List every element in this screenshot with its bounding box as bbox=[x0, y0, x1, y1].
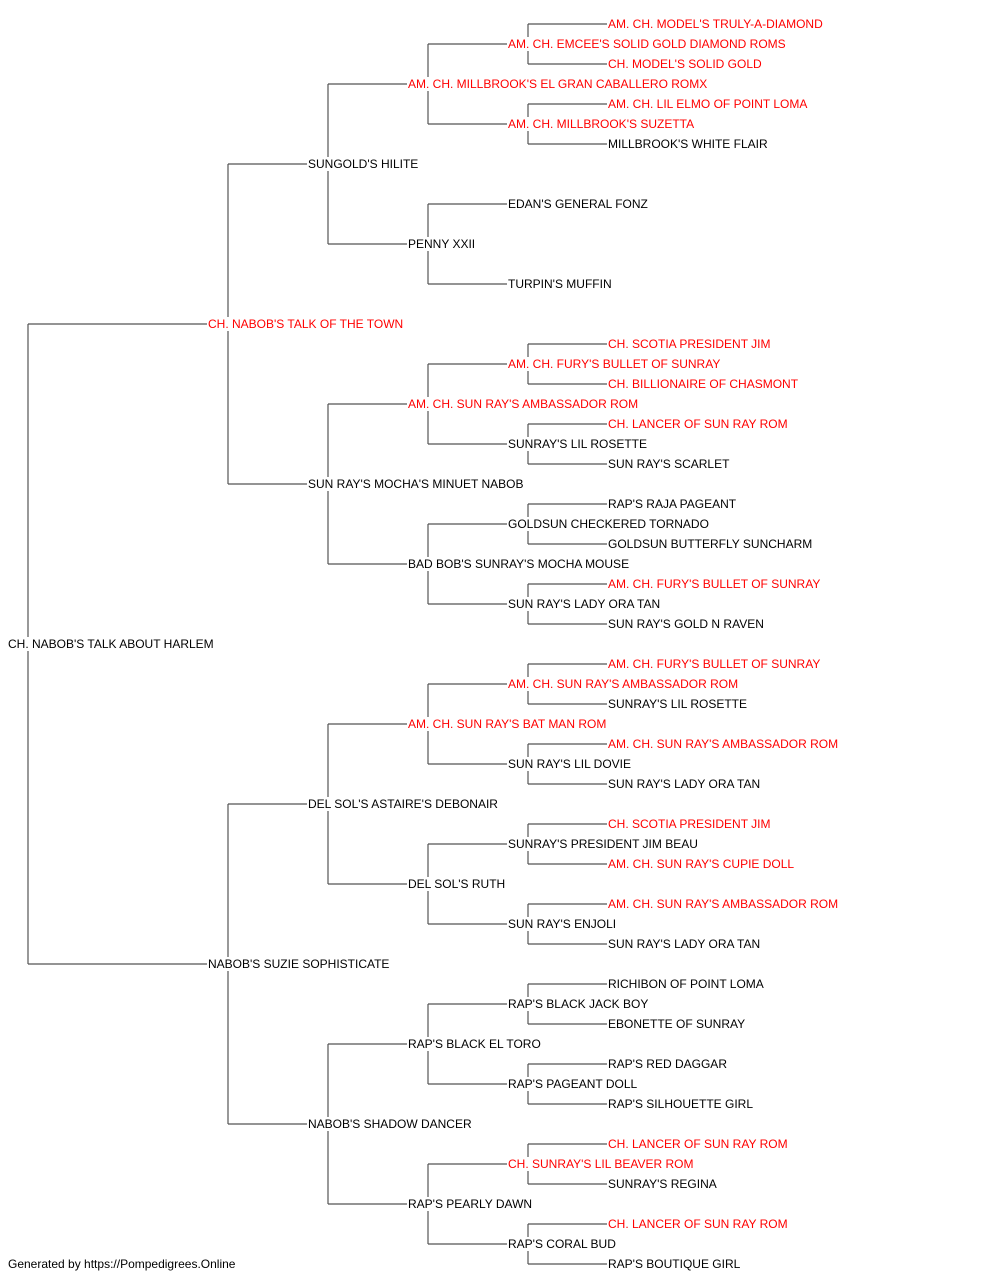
ancestor-name: RAP'S CORAL BUD bbox=[507, 1237, 617, 1251]
ancestor-name: AM. CH. SUN RAY'S AMBASSADOR ROM bbox=[607, 897, 840, 911]
ancestor-name: SUN RAY'S GOLD N RAVEN bbox=[607, 617, 765, 631]
ancestor-name: RAP'S RAJA PAGEANT bbox=[607, 497, 738, 511]
ancestor-name: NABOB'S SUZIE SOPHISTICATE bbox=[207, 957, 391, 971]
ancestor-name: DEL SOL'S ASTAIRE'S DEBONAIR bbox=[307, 797, 499, 811]
ancestor-name: EDAN'S GENERAL FONZ bbox=[507, 197, 649, 211]
ancestor-name: AM. CH. FURY'S BULLET OF SUNRAY bbox=[507, 357, 722, 371]
subject-dog-name: CH. NABOB'S TALK ABOUT HARLEM bbox=[7, 637, 215, 651]
ancestor-name: RAP'S PEARLY DAWN bbox=[407, 1197, 534, 1211]
ancestor-name: AM. CH. LIL ELMO OF POINT LOMA bbox=[607, 97, 809, 111]
ancestor-name: RAP'S PAGEANT DOLL bbox=[507, 1077, 639, 1091]
ancestor-name: RAP'S RED DAGGAR bbox=[607, 1057, 728, 1071]
ancestor-name: CH. SCOTIA PRESIDENT JIM bbox=[607, 817, 772, 831]
ancestor-name: SUN RAY'S LADY ORA TAN bbox=[607, 937, 762, 951]
ancestor-name: MILLBROOK'S WHITE FLAIR bbox=[607, 137, 769, 151]
ancestor-name: CH. MODEL'S SOLID GOLD bbox=[607, 57, 763, 71]
ancestor-name: SUN RAY'S SCARLET bbox=[607, 457, 731, 471]
ancestor-name: RAP'S BOUTIQUE GIRL bbox=[607, 1257, 742, 1271]
ancestor-name: PENNY XXII bbox=[407, 237, 477, 251]
ancestor-name: RAP'S SILHOUETTE GIRL bbox=[607, 1097, 754, 1111]
ancestor-name: CH. BILLIONAIRE OF CHASMONT bbox=[607, 377, 800, 391]
ancestor-name: TURPIN'S MUFFIN bbox=[507, 277, 613, 291]
ancestor-name: AM. CH. MILLBROOK'S EL GRAN CABALLERO RO… bbox=[407, 77, 709, 91]
ancestor-name: BAD BOB'S SUNRAY'S MOCHA MOUSE bbox=[407, 557, 631, 571]
ancestor-name: GOLDSUN CHECKERED TORNADO bbox=[507, 517, 710, 531]
ancestor-name: GOLDSUN BUTTERFLY SUNCHARM bbox=[607, 537, 814, 551]
ancestor-name: RICHIBON OF POINT LOMA bbox=[607, 977, 765, 991]
ancestor-name: AM. CH. SUN RAY'S CUPIE DOLL bbox=[607, 857, 796, 871]
ancestor-name: AM. CH. MODEL'S TRULY-A-DIAMOND bbox=[607, 17, 824, 31]
ancestor-name: CH. SUNRAY'S LIL BEAVER ROM bbox=[507, 1157, 695, 1171]
ancestor-name: AM. CH. MILLBROOK'S SUZETTA bbox=[507, 117, 696, 131]
ancestor-name: EBONETTE OF SUNRAY bbox=[607, 1017, 747, 1031]
ancestor-name: AM. CH. FURY'S BULLET OF SUNRAY bbox=[607, 577, 822, 591]
ancestor-name: RAP'S BLACK EL TORO bbox=[407, 1037, 542, 1051]
ancestor-name: RAP'S BLACK JACK BOY bbox=[507, 997, 650, 1011]
ancestor-name: SUNRAY'S LIL ROSETTE bbox=[607, 697, 748, 711]
ancestor-name: AM. CH. EMCEE'S SOLID GOLD DIAMOND ROMS bbox=[507, 37, 787, 51]
ancestor-name: CH. NABOB'S TALK OF THE TOWN bbox=[207, 317, 405, 331]
ancestor-name: NABOB'S SHADOW DANCER bbox=[307, 1117, 473, 1131]
ancestor-name: SUN RAY'S LADY ORA TAN bbox=[507, 597, 662, 611]
ancestor-name: AM. CH. SUN RAY'S AMBASSADOR ROM bbox=[507, 677, 740, 691]
ancestor-name: AM. CH. SUN RAY'S AMBASSADOR ROM bbox=[407, 397, 640, 411]
ancestor-name: SUNGOLD'S HILITE bbox=[307, 157, 420, 171]
ancestor-name: CH. LANCER OF SUN RAY ROM bbox=[607, 1137, 789, 1151]
ancestor-name: CH. LANCER OF SUN RAY ROM bbox=[607, 1217, 789, 1231]
ancestor-name: SUNRAY'S LIL ROSETTE bbox=[507, 437, 648, 451]
ancestor-name: SUN RAY'S MOCHA'S MINUET NABOB bbox=[307, 477, 525, 491]
ancestor-name: AM. CH. SUN RAY'S AMBASSADOR ROM bbox=[607, 737, 840, 751]
ancestor-name: CH. LANCER OF SUN RAY ROM bbox=[607, 417, 789, 431]
ancestor-name: SUN RAY'S LADY ORA TAN bbox=[607, 777, 762, 791]
ancestor-name: SUNRAY'S REGINA bbox=[607, 1177, 718, 1191]
ancestor-name: CH. SCOTIA PRESIDENT JIM bbox=[607, 337, 772, 351]
ancestor-name: DEL SOL'S RUTH bbox=[407, 877, 507, 891]
ancestor-name: AM. CH. FURY'S BULLET OF SUNRAY bbox=[607, 657, 822, 671]
footer-generated-by: Generated by https://Pompedigrees.Online bbox=[8, 1257, 236, 1271]
ancestor-name: SUN RAY'S LIL DOVIE bbox=[507, 757, 632, 771]
ancestor-name: SUN RAY'S ENJOLI bbox=[507, 917, 618, 931]
ancestor-name: SUNRAY'S PRESIDENT JIM BEAU bbox=[507, 837, 699, 851]
ancestor-name: AM. CH. SUN RAY'S BAT MAN ROM bbox=[407, 717, 608, 731]
